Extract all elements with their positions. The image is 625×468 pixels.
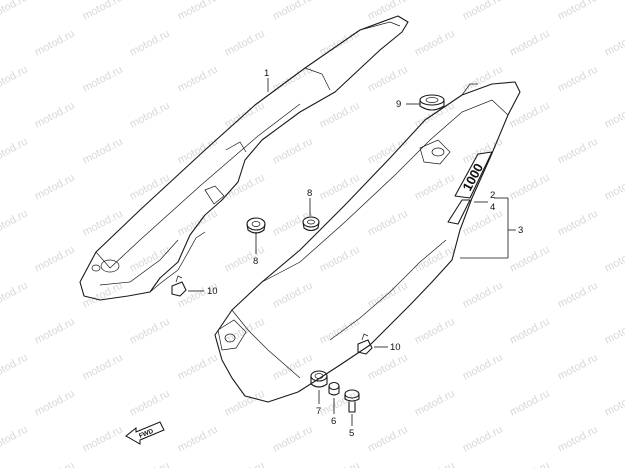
callout-labels: 1 2 3 4 5 6 7 8 8 9 10 10 xyxy=(207,68,523,439)
label-3: 3 xyxy=(518,225,523,236)
decal-text: 1000 xyxy=(459,161,486,194)
fastener-10-right xyxy=(357,333,373,355)
label-10-left: 10 xyxy=(207,286,218,297)
fastener-10-left xyxy=(171,275,187,297)
fwd-label: FWD xyxy=(138,428,155,440)
forward-arrow-icon: FWD xyxy=(125,421,165,445)
leader-lines xyxy=(188,78,516,426)
bolt-5 xyxy=(344,389,360,413)
decal-mark xyxy=(447,199,471,225)
cushion-8-center xyxy=(302,216,320,232)
decal-panel xyxy=(454,151,493,199)
label-1: 1 xyxy=(264,68,269,79)
label-4: 4 xyxy=(490,202,495,213)
side-cover: 1000 xyxy=(214,81,521,403)
label-7: 7 xyxy=(316,406,321,417)
seat-rail-frame xyxy=(79,15,409,301)
label-8-left: 8 xyxy=(253,256,258,267)
spacer-6 xyxy=(328,381,340,396)
label-2: 2 xyxy=(490,190,495,201)
collar-7 xyxy=(310,370,328,388)
cushion-8-left xyxy=(246,217,266,234)
label-5: 5 xyxy=(349,428,354,439)
label-6: 6 xyxy=(331,416,336,427)
label-10-right: 10 xyxy=(390,342,401,353)
label-8-center: 8 xyxy=(307,188,312,199)
grommet-9 xyxy=(419,94,445,111)
label-9: 9 xyxy=(396,99,401,110)
